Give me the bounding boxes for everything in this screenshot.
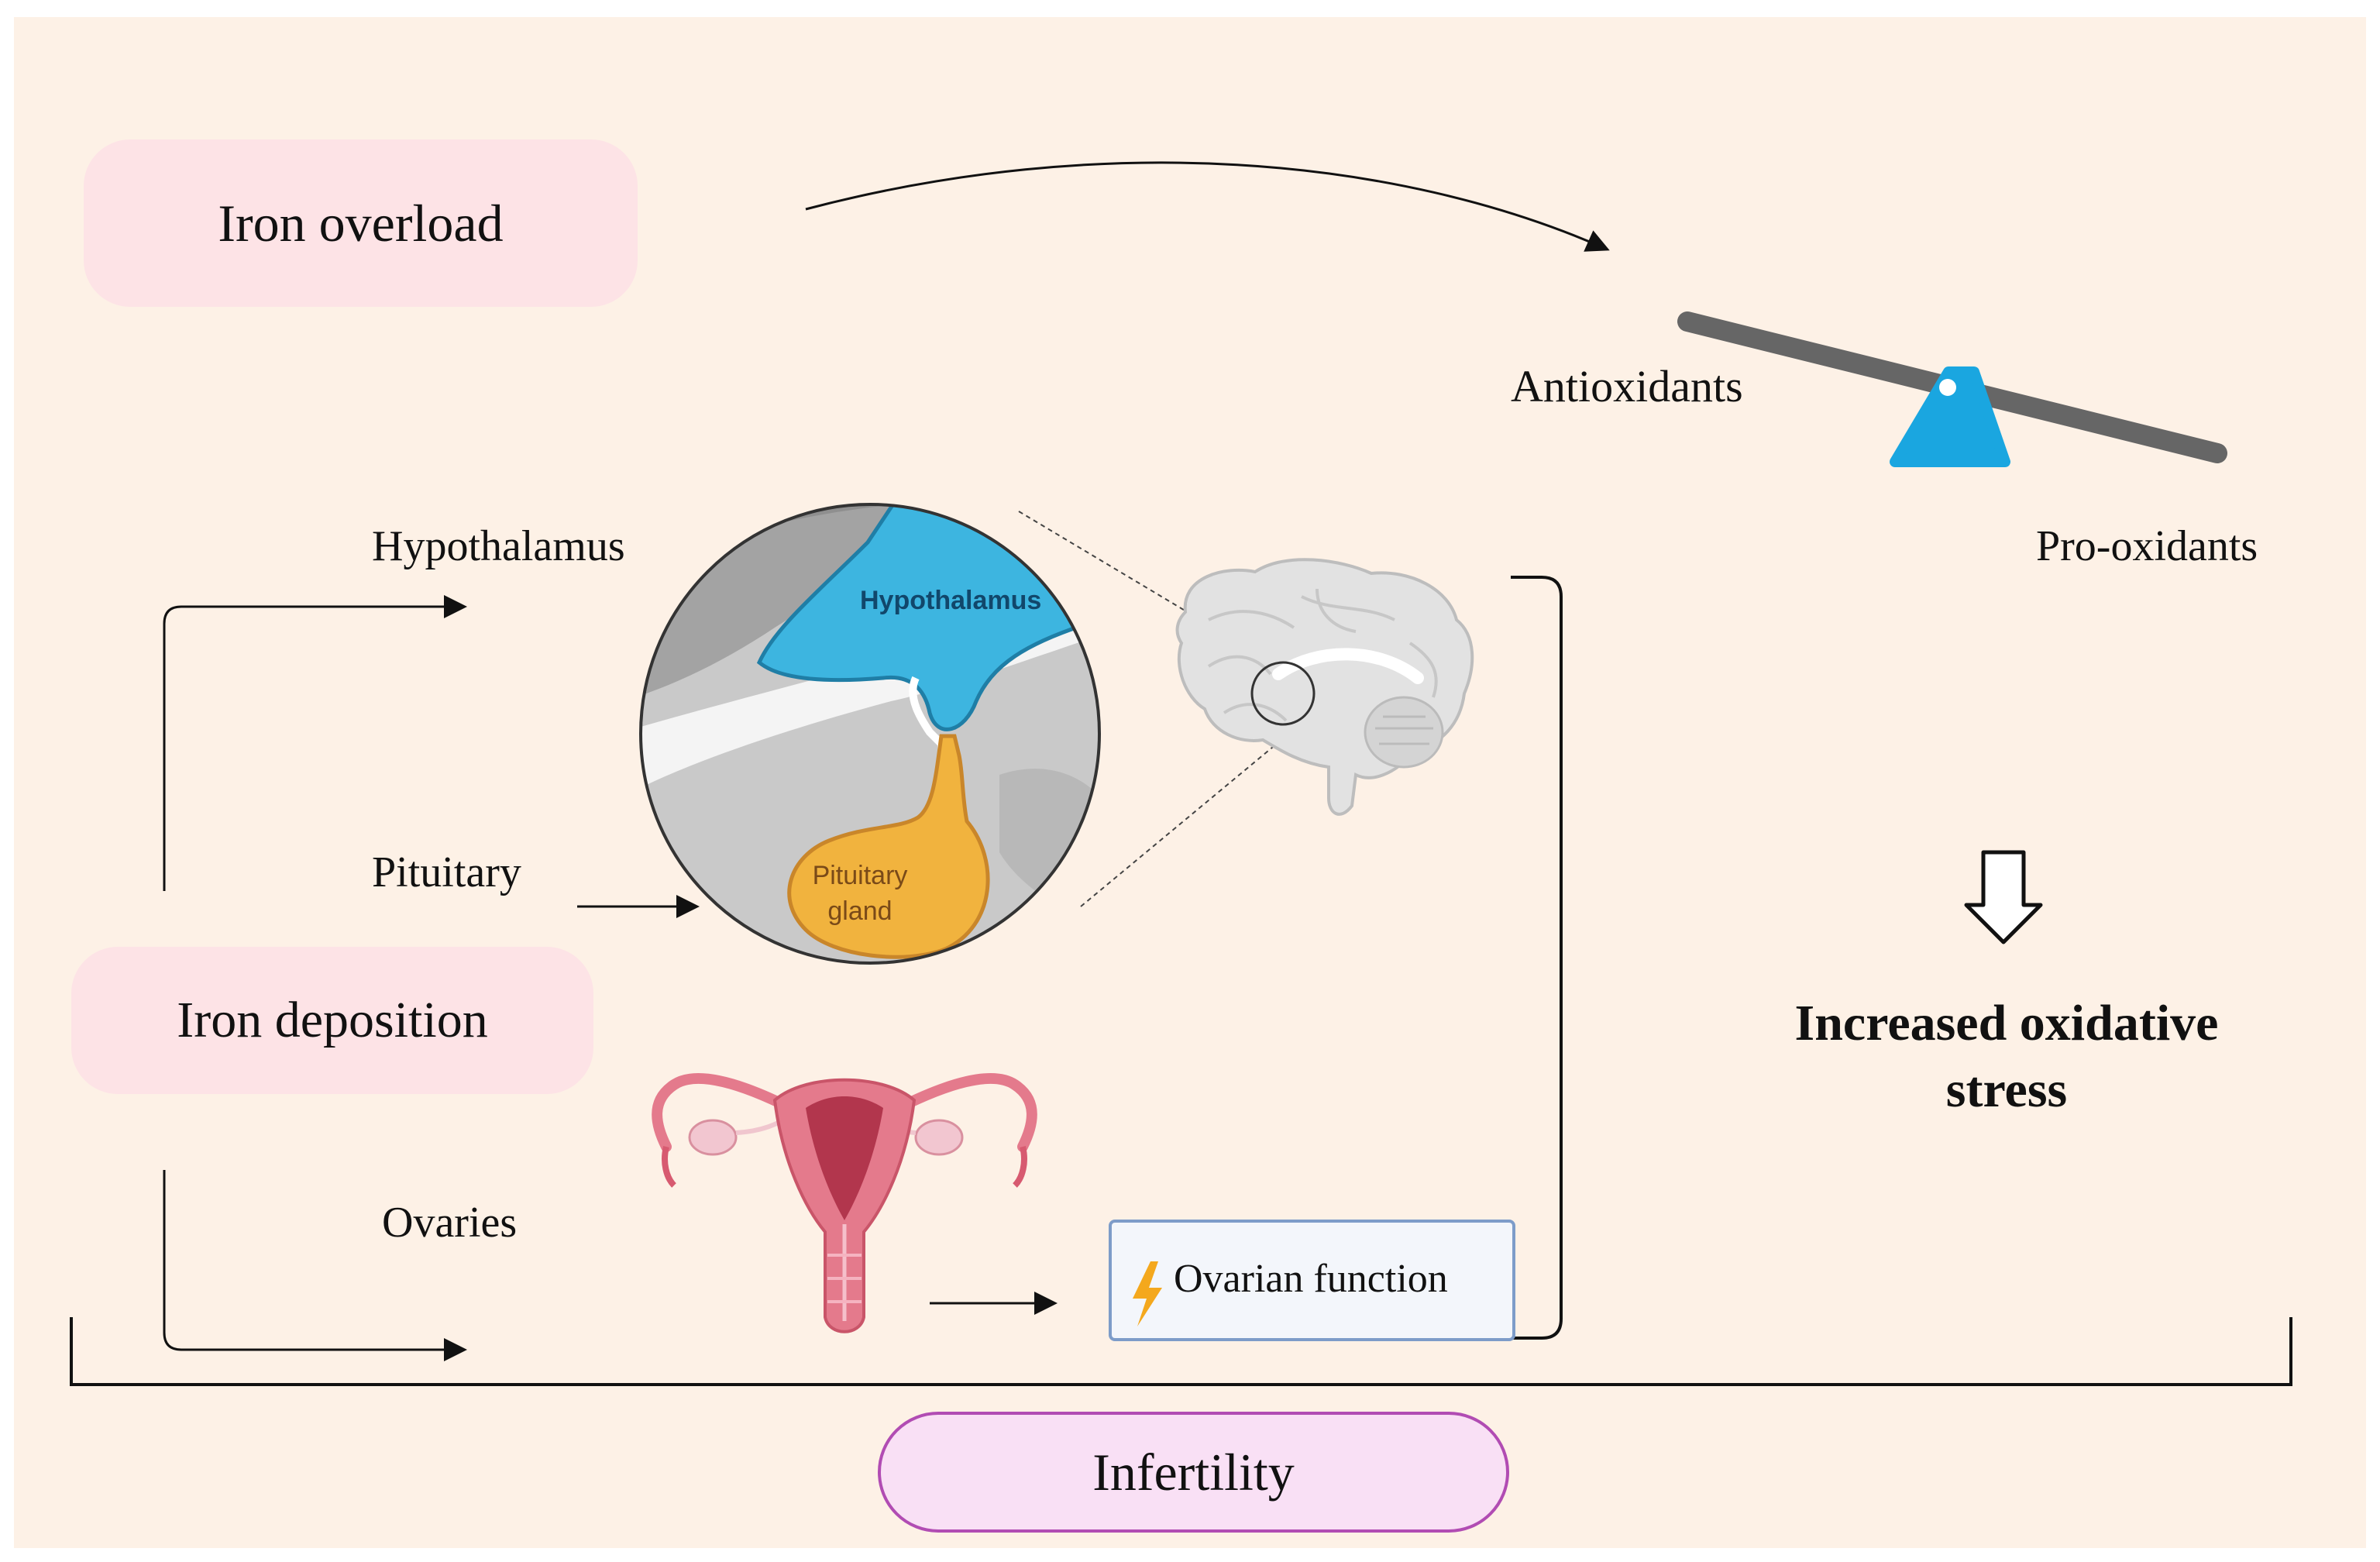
oxidative-stress-line1: Increased oxidative <box>1794 995 2219 1051</box>
oxidative-stress-line2: stress <box>1945 1061 2068 1118</box>
iron-deposition-label: Iron deposition <box>177 992 488 1048</box>
down-arrow-icon <box>1964 850 2043 944</box>
hypothalamus-label: Hypothalamus <box>372 522 625 570</box>
ovaries-label: Ovaries <box>382 1199 518 1247</box>
inset-pituitary-line2: gland <box>827 896 892 926</box>
right-ovary-icon <box>914 1119 964 1156</box>
left-ovary-icon <box>688 1119 738 1156</box>
ovarian-function-label: Ovarian function <box>1174 1257 1448 1301</box>
zoom-line-bottom <box>1080 716 1310 907</box>
iron-overload-label: Iron overload <box>218 193 504 253</box>
inset-pituitary-line1: Pituitary <box>812 861 908 890</box>
overload-arrow <box>805 161 1610 252</box>
antioxidants-label: Antioxidants <box>1511 361 1743 411</box>
iron-deposition-pill: Iron deposition <box>71 947 593 1094</box>
hypothalamus-connector <box>163 595 467 891</box>
oxidative-stress-label: Increased oxidative stress <box>1743 990 2270 1123</box>
infertility-label: Infertility <box>1092 1442 1295 1502</box>
inset-hypothalamus-label: Hypothalamus <box>860 586 1042 615</box>
bottom-bracket <box>70 1317 2292 1386</box>
uterus-icon <box>652 1073 1037 1333</box>
infertility-pill: Infertility <box>878 1412 1509 1533</box>
pro-oxidants-label: Pro-oxidants <box>2036 522 2258 570</box>
seesaw-icon <box>1677 311 2227 467</box>
brain-icon <box>1175 558 1474 816</box>
iron-overload-pill: Iron overload <box>84 139 638 307</box>
lightning-icon <box>1133 1261 1162 1326</box>
ovarian-function-box <box>1109 1220 1515 1341</box>
ovaries-connector <box>163 1170 467 1361</box>
inset-pituitary-label: Pituitary gland <box>790 858 930 930</box>
pituitary-label: Pituitary <box>372 848 521 896</box>
right-bracket <box>1511 576 1563 1340</box>
